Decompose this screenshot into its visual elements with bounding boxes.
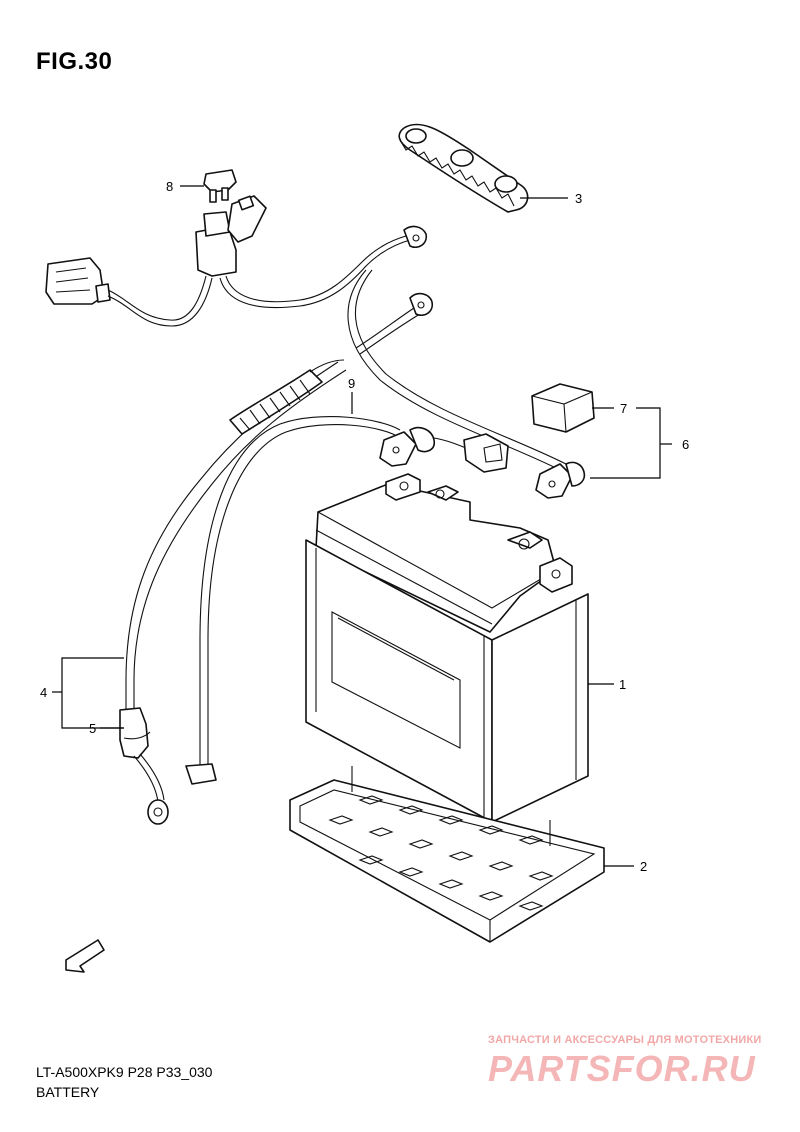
callout-leaders [52, 185, 672, 867]
part-5-terminal-boot [119, 707, 169, 825]
part-9-battery-cable [185, 416, 509, 785]
watermark-tagline: ЗАПЧАСТИ И АКСЕССУАРЫ ДЛЯ МОТОТЕХНИКИ [488, 1034, 762, 1046]
part-7-terminal-cap [531, 383, 595, 433]
callout-9: 9 [348, 376, 355, 391]
part-2-battery-tray [289, 766, 605, 943]
callout-labels: 1 2 3 4 5 6 7 8 9 [40, 179, 689, 874]
callout-1: 1 [619, 677, 626, 692]
section-name: BATTERY [36, 1084, 100, 1100]
wiring-harness [107, 225, 586, 499]
callout-3: 3 [575, 191, 582, 206]
model-code: LT-A500XPK9 P28 P33_030 [36, 1064, 213, 1080]
callout-6: 6 [682, 437, 689, 452]
part-1-battery [305, 473, 589, 823]
part-4-battery-cable [125, 359, 347, 720]
fwd-direction-arrow: FWD [65, 939, 105, 973]
harness-connector [45, 257, 111, 305]
callout-2: 2 [640, 859, 647, 874]
callout-4: 4 [40, 685, 47, 700]
callout-5: 5 [89, 721, 96, 736]
callout-8: 8 [166, 179, 173, 194]
callout-7: 7 [620, 401, 627, 416]
part-8-fuse-holder [195, 169, 267, 277]
watermark-logo: PARTSFOR.RU [488, 1048, 756, 1089]
figure-title: FIG.30 [36, 48, 113, 75]
part-3-battery-strap [398, 123, 529, 213]
